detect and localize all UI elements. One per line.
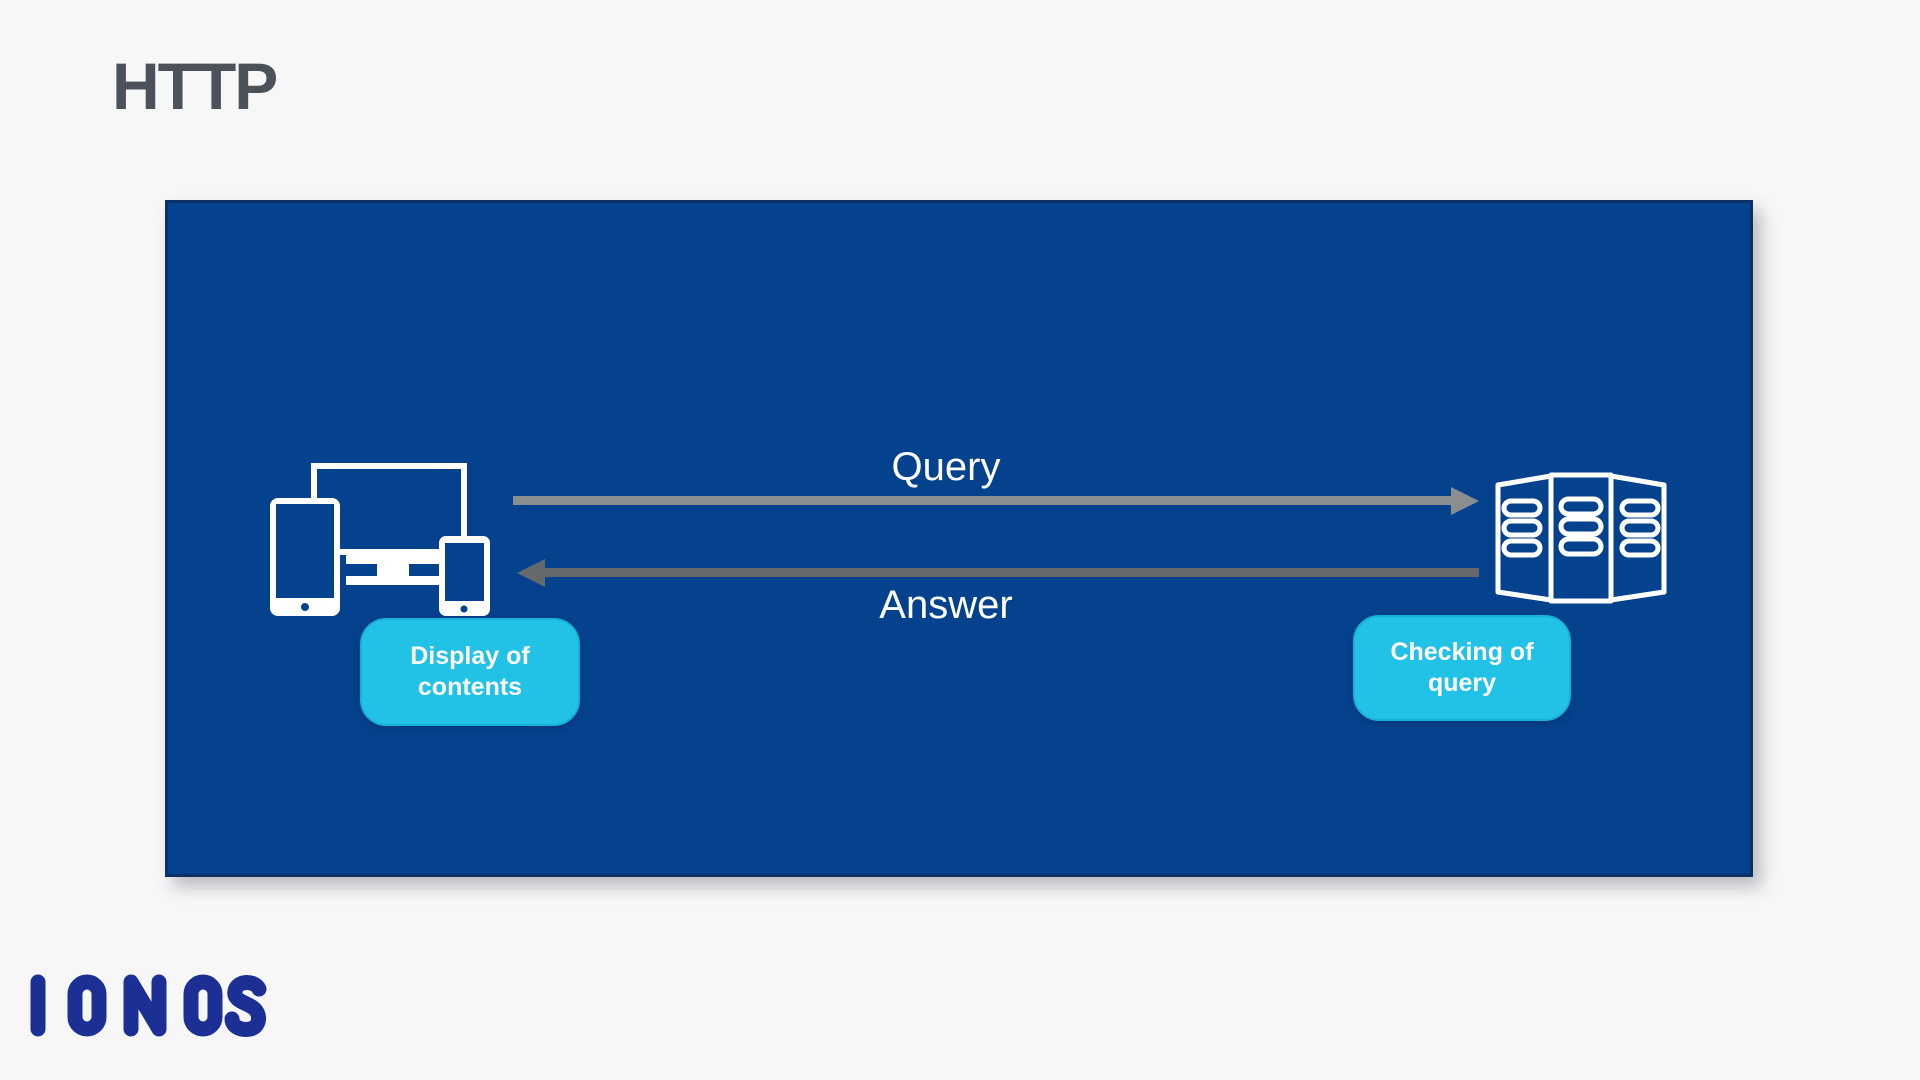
page-title: HTTP	[112, 49, 278, 123]
devices-icon	[270, 463, 490, 616]
server-left-tower	[1495, 473, 1554, 603]
answer-arrowhead-icon	[517, 559, 545, 587]
diagram-panel: Query Answer Display of contents Checkin…	[165, 200, 1753, 877]
monitor-stand-neck	[377, 564, 409, 577]
ionos-logo	[30, 974, 267, 1037]
logo-letter-s	[224, 975, 267, 1037]
answer-label: Answer	[879, 583, 1013, 627]
answer-arrow-shaft	[543, 568, 1479, 577]
client-caption: Display of contents	[360, 618, 580, 726]
logo-letter-o1	[67, 974, 107, 1037]
query-arrow-shaft	[513, 496, 1453, 505]
smartphone-icon	[439, 536, 490, 616]
server-rack-icon	[1495, 472, 1667, 604]
server-caption: Checking of query	[1353, 615, 1571, 721]
server-right-tower	[1608, 473, 1667, 603]
logo-letter-o2	[183, 974, 223, 1037]
tablet-icon	[270, 498, 340, 616]
query-arrowhead-icon	[1451, 487, 1479, 515]
logo-letter-n	[123, 974, 167, 1037]
query-label: Query	[891, 445, 1001, 489]
monitor-stand-base	[346, 576, 440, 585]
monitor-bezel	[346, 550, 440, 564]
